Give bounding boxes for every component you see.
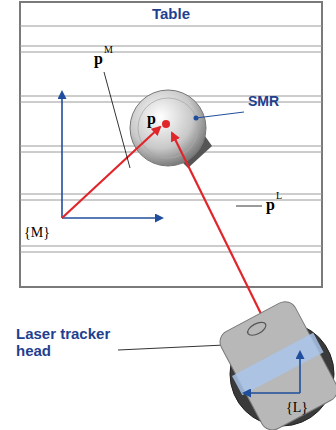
vector-label: p: [266, 196, 275, 214]
superscript: L: [276, 190, 282, 201]
leader-line: [104, 72, 130, 168]
frame-axis: [299, 352, 301, 393]
leader-dot: [194, 116, 199, 121]
superscript: M: [104, 44, 113, 55]
leader-line: [196, 112, 244, 118]
table-title: Table: [21, 3, 321, 25]
frame-label: {M}: [24, 225, 50, 240]
part-name: Laser tracker head: [16, 326, 136, 359]
frame-label: {L}: [286, 400, 308, 415]
position-vector: [62, 127, 160, 218]
vector-label: p: [94, 50, 103, 68]
point-label: p: [147, 110, 156, 128]
frame-axis: [62, 217, 162, 219]
frame-axis: [61, 92, 63, 218]
target-point: [162, 120, 170, 128]
smr-ball: [130, 90, 206, 166]
table-outline: [20, 2, 322, 287]
table-region: Table: [21, 3, 321, 25]
part-name: SMR: [248, 94, 279, 109]
smr-ring: [138, 98, 198, 158]
leader-line: [236, 206, 262, 207]
tracker-head: [212, 296, 336, 430]
table-stripes: [20, 26, 322, 252]
frame-axis: [244, 392, 300, 394]
